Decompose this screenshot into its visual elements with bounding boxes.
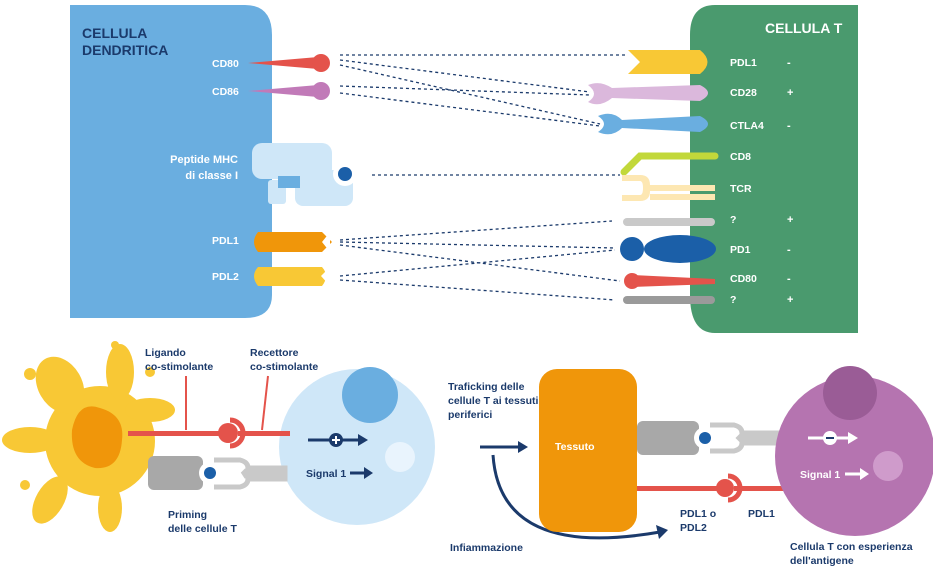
dc-nucleus — [71, 406, 123, 469]
mhc-tcr-right — [637, 421, 785, 455]
tissue-block — [539, 369, 637, 532]
inflammation-arrow — [491, 454, 668, 540]
tcell-receptor-label: PD1 — [730, 244, 751, 256]
signal1-arrow-right — [845, 468, 869, 480]
signal1-left: Signal 1 — [306, 468, 346, 480]
mhc-tcr-left — [148, 456, 288, 490]
label-pdl1-dc: PDL1 — [212, 235, 239, 247]
pdl2-ligand — [254, 267, 326, 286]
trafficking-arrow — [480, 441, 528, 453]
cd28-receptor — [588, 83, 708, 105]
ligando-label-2: co-stimolante — [145, 361, 213, 373]
naive-t-cell-vesicle — [385, 442, 415, 472]
tcell-receptor-label: CD8 — [730, 151, 751, 163]
cd80-ligand — [248, 54, 330, 72]
dendritic-cell-panel — [70, 5, 272, 318]
label-cd86: CD86 — [212, 86, 239, 98]
tcell-receptor-label: ? — [730, 294, 736, 306]
tcell-receptor-label: PDL1 — [730, 57, 757, 69]
trafficking-label: Traficking delle — [448, 381, 525, 393]
tcell-receptor-sign: - — [787, 120, 791, 132]
dendritic-cell-title: CELLULA — [82, 25, 147, 41]
ligando-label: Ligando — [145, 347, 186, 359]
naive-t-cell-nucleus — [342, 367, 398, 423]
trafficking-label-2: cellule T ai tessuti — [448, 395, 539, 407]
tcr-receptor — [622, 175, 715, 201]
trafficking-label-3: periferici — [448, 409, 492, 421]
minus-signal-arrow — [808, 431, 858, 445]
tcell-receptor-sign: + — [787, 294, 793, 306]
priming-label: Priming — [168, 509, 207, 521]
experienced-t-cell — [775, 376, 933, 536]
label-pdl2-dc: PDL2 — [212, 271, 239, 283]
dendritic-cell-title-2: DENDRITICA — [82, 42, 168, 58]
cd86-ligand — [248, 82, 330, 100]
tcell-pdl1-receptor — [628, 50, 708, 74]
mhc-class-i — [252, 143, 357, 206]
pdl1-ligand — [254, 232, 332, 252]
pdl-pd1-pair — [637, 473, 784, 503]
cd8-receptor — [620, 152, 719, 176]
tcell-receptor-label: CTLA4 — [730, 120, 764, 132]
interaction-lines — [339, 54, 625, 301]
experienced-vesicle — [873, 451, 903, 481]
naive-t-cell — [279, 369, 435, 525]
t-cell-panel — [690, 5, 858, 333]
experienced-label: Cellula T con esperienza — [790, 541, 913, 553]
plus-signal-arrow — [308, 433, 368, 447]
tissue-label: Tessuto — [555, 441, 594, 453]
co-stimulatory-pair — [128, 417, 290, 449]
unknown-receptor-2 — [623, 296, 715, 304]
tcell-receptor-label: TCR — [730, 183, 752, 195]
pdl1-o-label-2: PDL2 — [680, 522, 707, 534]
signal1-arrow-left — [350, 467, 373, 479]
priming-label-2: delle cellule T — [168, 523, 237, 535]
t-cell-title: CELLULA T — [765, 20, 843, 36]
label-mhc-2: di classe I — [185, 170, 238, 182]
tcell-receptor-label: CD80 — [730, 273, 757, 285]
dendritic-cell-splash — [2, 341, 175, 532]
tcell-receptor-label: CD28 — [730, 87, 757, 99]
label-cd80: CD80 — [212, 58, 239, 70]
inflammation-label: Infiammazione — [450, 542, 523, 554]
tcell-receptor-sign: - — [787, 57, 791, 69]
tcell-receptor-sign: + — [787, 214, 793, 226]
tcell-receptor-sign: - — [787, 273, 791, 285]
experienced-nucleus — [823, 366, 877, 420]
pdl1-right-label: PDL1 — [748, 508, 775, 520]
pdl1-o-label: PDL1 o — [680, 508, 716, 520]
label-mhc: Peptide MHC — [170, 154, 238, 166]
tcell-receptor-sign: + — [787, 87, 793, 99]
tcell-receptor-sign: - — [787, 244, 791, 256]
pd1-receptor — [620, 235, 716, 263]
recettore-label: Recettore — [250, 347, 299, 359]
unknown-receptor-1 — [623, 218, 715, 226]
recettore-label-2: co-stimolante — [250, 361, 318, 373]
tcell-cd80 — [624, 273, 715, 289]
tcell-receptor-label: ? — [730, 214, 736, 226]
signal1-right: Signal 1 — [800, 469, 840, 481]
ctla4-receptor — [598, 113, 708, 135]
experienced-label-2: dell'antigene — [790, 555, 854, 567]
